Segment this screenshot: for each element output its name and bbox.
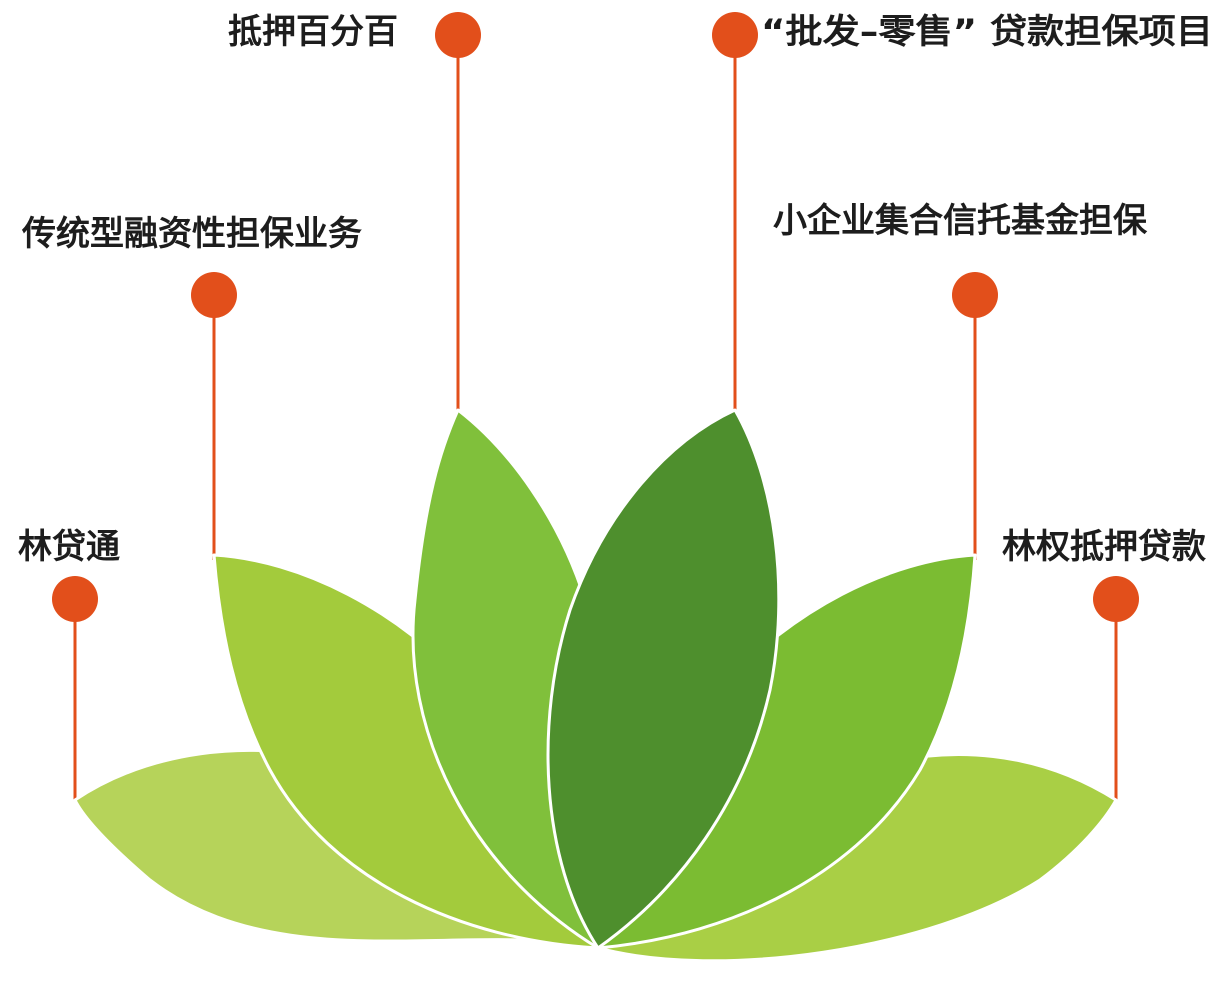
label-small-business-trust: 小企业集合信托基金担保 xyxy=(773,201,1148,241)
dot-small-business-trust xyxy=(952,272,998,318)
label-wholesale-retail: “批发–零售” 贷款担保项目 xyxy=(761,12,1213,52)
dot-mortgage-100 xyxy=(435,12,481,58)
label-forest-rights-loan: 林权抵押贷款 xyxy=(1002,527,1206,567)
lotus-petals xyxy=(73,408,1118,963)
dot-lin-dai-tong xyxy=(52,576,98,622)
label-lin-dai-tong: 林贷通 xyxy=(18,527,120,567)
dots xyxy=(52,12,1139,622)
labels: 林贷通 传统型融资性担保业务 抵押百分百 “批发–零售” 贷款担保项目 小企业集… xyxy=(18,12,1213,567)
dot-wholesale-retail xyxy=(712,12,758,58)
connectors xyxy=(73,35,1118,800)
dot-traditional-guarantee xyxy=(191,272,237,318)
label-traditional-guarantee: 传统型融资性担保业务 xyxy=(21,214,362,254)
label-mortgage-100: 抵押百分百 xyxy=(228,12,398,52)
dot-forest-rights-loan xyxy=(1093,576,1139,622)
petal-center xyxy=(546,408,781,950)
